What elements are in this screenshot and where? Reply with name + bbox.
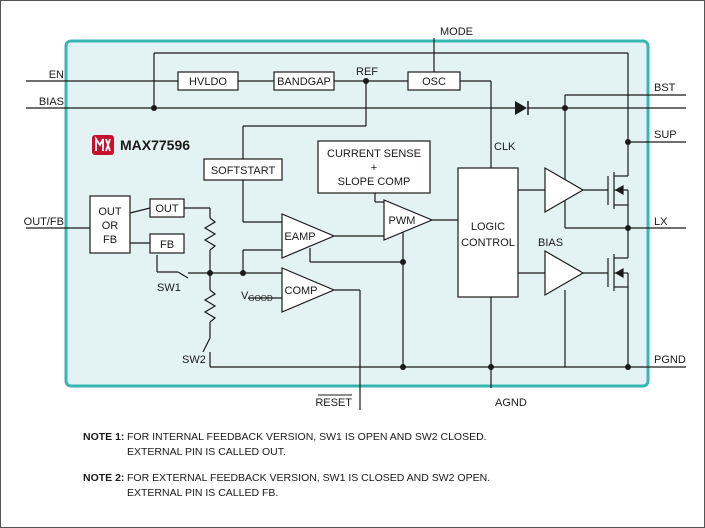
sw2-label: SW2 <box>182 354 206 366</box>
chip-body <box>64 39 650 388</box>
eamp-label: EAMP <box>284 231 315 243</box>
bias-internal-label: BIAS <box>538 237 563 249</box>
osc-label: OSC <box>422 76 446 88</box>
comp-comparator <box>281 267 336 313</box>
bootstrap-diode <box>515 101 529 115</box>
note-2: NOTE 2: FOR EXTERNAL FEEDBACK VERSION, S… <box>83 471 683 501</box>
pin-bias: BIAS <box>39 96 64 108</box>
vgood-main: V <box>241 290 249 302</box>
current-sense-block <box>317 140 431 194</box>
logic-control-block <box>457 167 519 298</box>
pin-out-fb: OUT/FB <box>24 216 64 228</box>
slope-comp-label: SLOPE COMP <box>338 176 411 188</box>
softstart-label: SOFTSTART <box>211 165 276 177</box>
vgood-sub: GOOD <box>248 294 273 303</box>
current-sense-label: CURRENT SENSE <box>327 148 421 160</box>
clk-label: CLK <box>494 141 516 153</box>
pin-reset: RESET <box>315 397 352 409</box>
note-1-label: NOTE 1: <box>83 431 125 443</box>
comp-label: COMP <box>285 285 318 297</box>
control-label: CONTROL <box>461 237 515 249</box>
ref-label: REF <box>356 66 378 78</box>
note-2-line-2: EXTERNAL PIN IS CALLED FB. <box>127 487 279 499</box>
junction-dots <box>151 78 631 370</box>
bandgap-label: BANDGAP <box>277 76 331 88</box>
softstart-block <box>203 158 283 181</box>
vgood-label: VGOOD <box>241 290 273 303</box>
pin-pgnd: PGND <box>654 354 686 366</box>
pwm-comparator <box>383 199 434 241</box>
hvldo-label: HVLDO <box>189 76 227 88</box>
maxim-logo <box>92 135 114 155</box>
chip-name: MAX77596 <box>120 137 190 153</box>
pin-mode: MODE <box>440 26 473 38</box>
low-side-driver <box>544 249 585 297</box>
high-side-mosfet <box>607 172 629 209</box>
out-or-fb-line1: OUT <box>98 206 122 218</box>
pin-lx: LX <box>654 216 668 228</box>
fb-block-label: FB <box>160 239 174 251</box>
note-2-line-1: FOR EXTERNAL FEEDBACK VERSION, SW1 IS CL… <box>127 472 491 484</box>
low-side-mosfet <box>607 254 629 291</box>
bandgap-block <box>273 71 335 91</box>
fb-block <box>149 233 185 254</box>
note-1-line-1: FOR INTERNAL FEEDBACK VERSION, SW1 IS OP… <box>127 431 487 443</box>
hvldo-block <box>177 71 239 91</box>
out-block <box>149 198 185 218</box>
eamp-amplifier <box>281 213 336 259</box>
out-or-fb-block <box>89 195 131 254</box>
pin-en: EN <box>49 69 64 81</box>
out-block-label: OUT <box>155 203 179 215</box>
pwm-label: PWM <box>389 215 416 227</box>
current-sense-plus: + <box>371 162 377 174</box>
note-1: NOTE 1: FOR INTERNAL FEEDBACK VERSION, S… <box>83 430 683 460</box>
out-or-fb-line2: OR <box>102 220 119 232</box>
notes: NOTE 1: FOR INTERNAL FEEDBACK VERSION, S… <box>83 430 683 512</box>
pin-sup: SUP <box>654 129 677 141</box>
out-or-fb-line3: FB <box>103 234 117 246</box>
high-side-driver <box>544 166 585 214</box>
logic-label: LOGIC <box>471 221 505 233</box>
pin-agnd: AGND <box>495 397 527 409</box>
osc-block <box>407 71 461 91</box>
pin-bst: BST <box>654 82 676 94</box>
sw1-label: SW1 <box>157 282 181 294</box>
note-2-label: NOTE 2: <box>83 472 125 484</box>
note-1-line-2: EXTERNAL PIN IS CALLED OUT. <box>127 446 286 458</box>
